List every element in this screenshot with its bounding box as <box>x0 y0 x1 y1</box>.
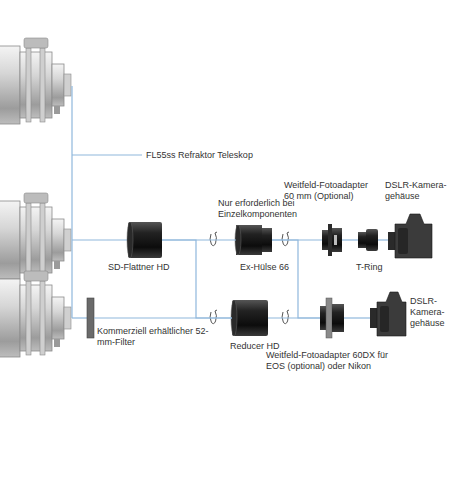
part-label: Ex-Hülse 66 <box>240 262 300 273</box>
photo-adapter: Weitfeld-Fotoadapter 60 mm (Optional) <box>322 224 342 256</box>
reducer-part: Reducer HD <box>232 300 268 336</box>
note-text: Nur erforderlich bei Einzelkomponenten <box>218 198 314 220</box>
part-label: Weitfeld-Fotoadapter 60DX für EOS (optio… <box>266 350 390 372</box>
telescope-label: FL55ss Refraktor Teleskop <box>146 150 266 161</box>
connector-line <box>344 317 370 318</box>
photo-adapter: Weitfeld-Fotoadapter 60DX für EOS (optio… <box>320 298 344 338</box>
camera-body: DSLR-Kamera- gehäuse <box>388 222 432 258</box>
part-label: SD-Flattner HD <box>108 262 188 273</box>
part-label: DSLR- Kamera- gehäuse <box>410 296 448 329</box>
connector-line <box>94 317 232 318</box>
flattener-part: SD-Flattner HD <box>128 222 162 258</box>
t-ring: T-Ring <box>358 229 378 251</box>
part-label: Weitfeld-Fotoadapter 60 mm (Optional) <box>284 180 380 202</box>
camera-body: DSLR- Kamera- gehäuse <box>370 300 406 336</box>
filter-part: Kommerziell erhältlicher 52-mm-Filter <box>87 298 94 338</box>
extension-tube: Ex-Hülse 66 <box>236 225 272 255</box>
connector-line <box>378 239 388 240</box>
connector-line <box>272 240 320 318</box>
connector-line <box>162 240 232 318</box>
part-label: T-Ring <box>356 262 396 273</box>
part-label: DSLR-Kamera- gehäuse <box>385 180 447 202</box>
connector-line <box>342 239 358 240</box>
part-label: Kommerziell erhältlicher 52-mm-Filter <box>97 326 209 348</box>
